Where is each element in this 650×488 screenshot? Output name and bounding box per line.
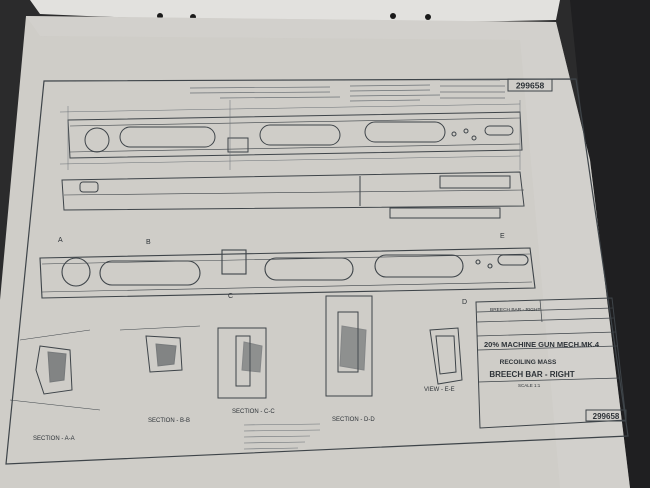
part-title: BREECH BAR - RIGHT: [489, 370, 574, 379]
breech-bar-top-view: [67, 111, 523, 159]
section-c-view: [217, 327, 267, 399]
marker-c: C: [228, 293, 233, 300]
drawing-number-box-bottom: [585, 409, 627, 422]
drawing-number-bottom: 299658: [593, 412, 620, 421]
drawing-number-top: 299658: [516, 81, 545, 91]
breech-bar-middle-view: [61, 171, 525, 219]
section-b-label: SECTION - B-B: [148, 418, 190, 424]
binding-hole: [425, 14, 431, 20]
breech-bar-bottom-view: [39, 247, 536, 299]
section-b-view: [119, 325, 201, 373]
section-a-label: SECTION - A-A: [33, 436, 75, 442]
marker-a: A: [58, 237, 63, 244]
section-d-view: [325, 295, 373, 397]
marker-d: D: [462, 299, 467, 306]
section-d-label: SECTION - D-D: [332, 417, 375, 423]
dimension-lines: [59, 100, 521, 170]
title-block: BREECH BAR - RIGHT 20% MACHINE GUN MECH.…: [475, 297, 627, 429]
drawing-border: [5, 78, 629, 465]
view-e-label: VIEW - E-E: [424, 387, 455, 393]
section-markers: A B C D E: [58, 233, 505, 306]
marker-b: B: [146, 239, 151, 246]
view-e: [429, 327, 463, 385]
top-notes: [189, 79, 505, 102]
bottom-notes: [243, 423, 321, 450]
part-list-entry: BREECH BAR - RIGHT: [490, 307, 540, 313]
table-shadow: [570, 0, 650, 488]
drawing-number-box-top: [507, 78, 553, 92]
section-a-view: [9, 329, 101, 411]
scale-label: SCALE 1:1: [518, 383, 541, 388]
binding-hole: [390, 13, 396, 19]
project-title: 20% MACHINE GUN MECH.MK.4: [484, 340, 600, 349]
marker-e: E: [500, 233, 505, 240]
section-c-label: SECTION - C-C: [232, 409, 275, 415]
paper-highlight: [26, 16, 630, 488]
assembly-title: RECOILING MASS: [500, 359, 557, 366]
